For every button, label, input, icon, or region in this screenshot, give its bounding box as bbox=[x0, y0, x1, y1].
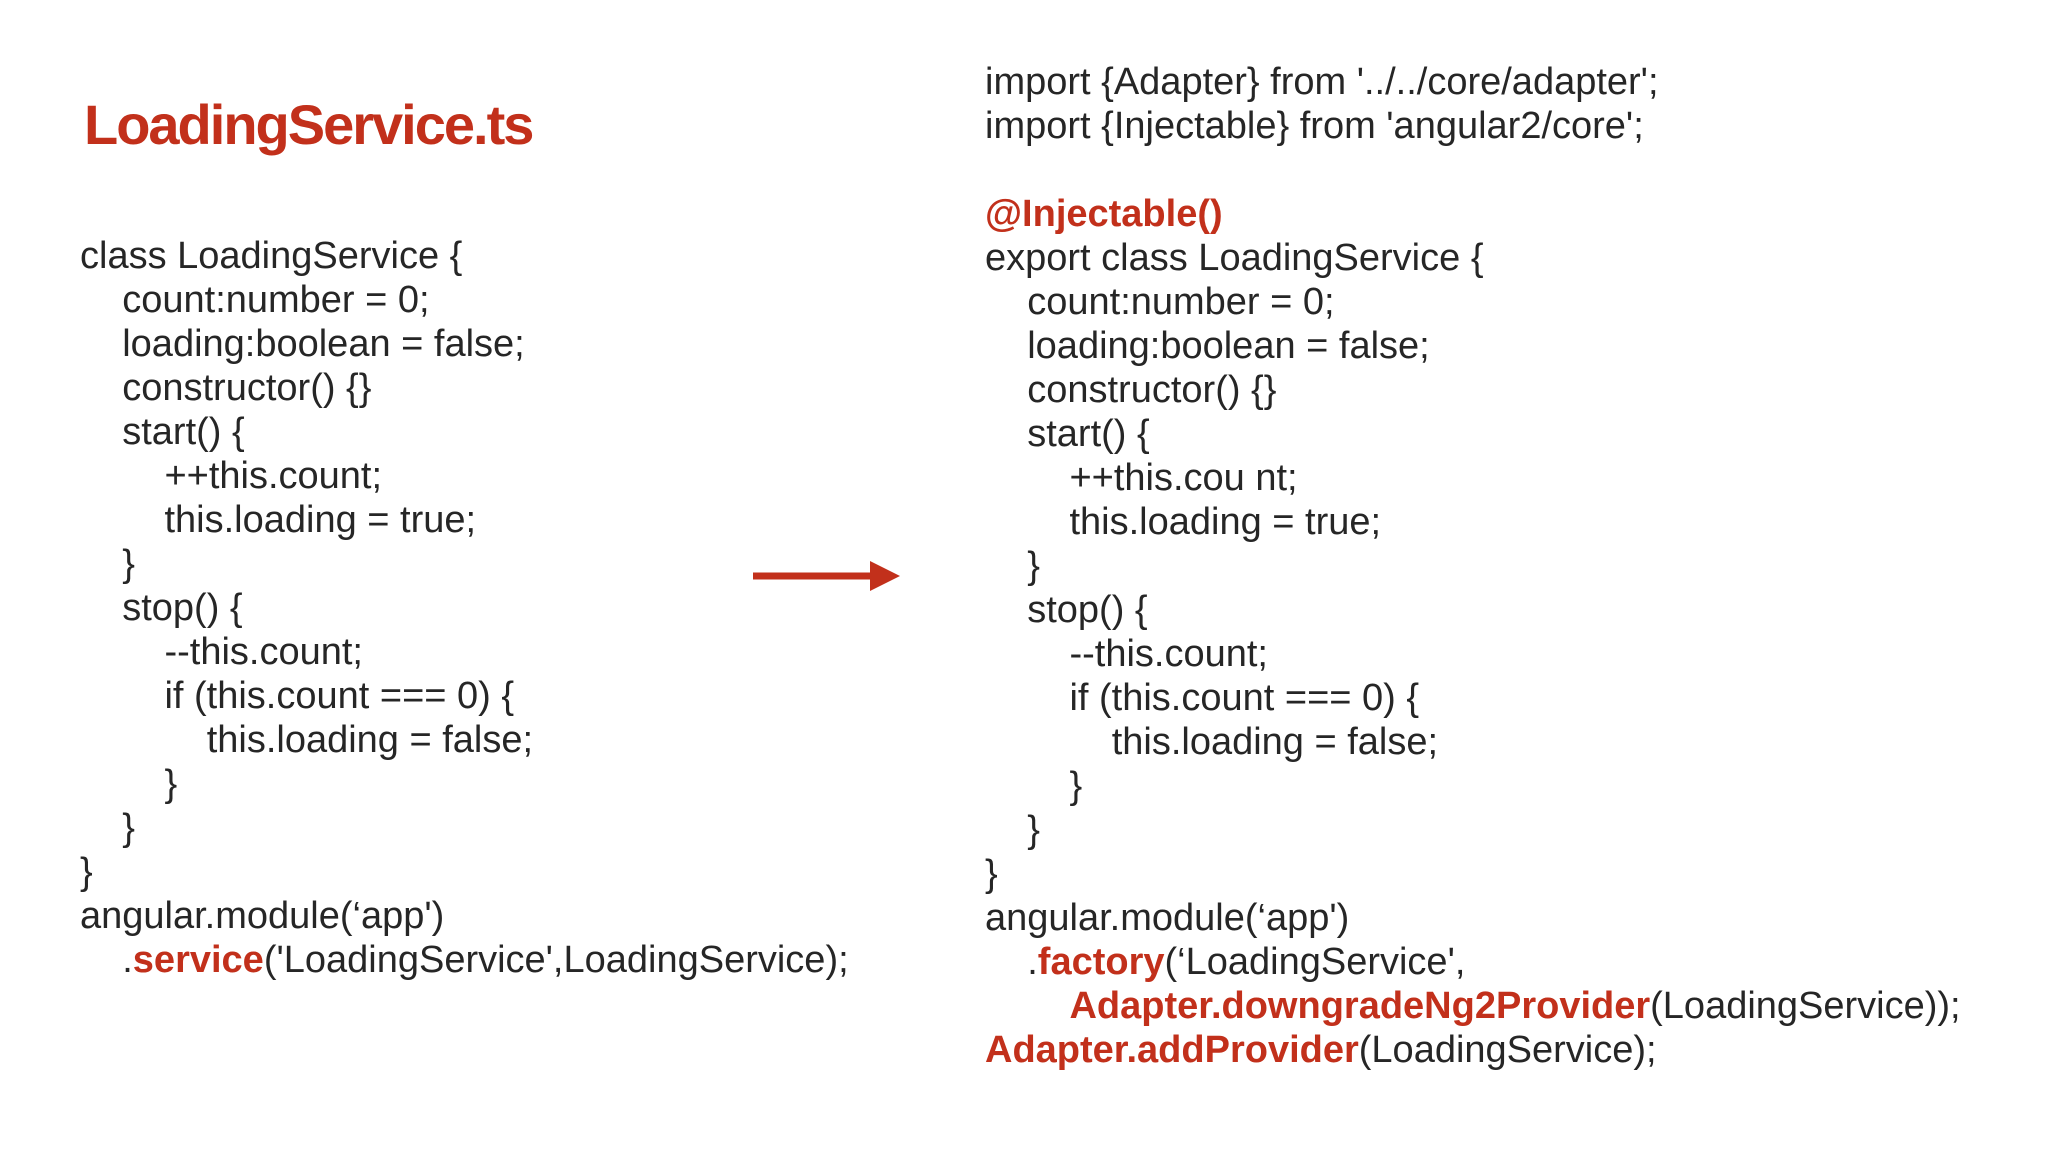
code-text: } bbox=[985, 853, 998, 895]
code-line: constructor() {} bbox=[80, 366, 849, 410]
code-line: this.loading = true; bbox=[985, 500, 1961, 544]
code-text: loading:boolean = false; bbox=[80, 323, 525, 365]
code-text: } bbox=[80, 763, 178, 805]
code-text: constructor() {} bbox=[80, 367, 372, 409]
code-line: this.loading = false; bbox=[80, 718, 849, 762]
code-line: } bbox=[80, 762, 849, 806]
code-text: ('LoadingService',LoadingService); bbox=[263, 939, 849, 981]
code-text: } bbox=[80, 851, 93, 893]
transform-arrow-icon bbox=[748, 556, 908, 596]
code-text: } bbox=[80, 543, 135, 585]
code-text: count:number = 0; bbox=[80, 279, 430, 321]
code-text: stop() { bbox=[985, 589, 1148, 631]
code-line: .service('LoadingService',LoadingService… bbox=[80, 938, 849, 982]
code-text: ++this.cou nt; bbox=[985, 457, 1298, 499]
code-line: ++this.count; bbox=[80, 454, 849, 498]
code-line: Adapter.downgradeNg2Provider(LoadingServ… bbox=[985, 984, 1961, 1028]
code-text: (LoadingService)); bbox=[1650, 985, 1961, 1027]
code-line: start() { bbox=[80, 410, 849, 454]
code-line: if (this.count === 0) { bbox=[985, 676, 1961, 720]
code-line: Adapter.addProvider(LoadingService); bbox=[985, 1028, 1961, 1072]
code-text: this.loading = true; bbox=[80, 499, 477, 541]
code-text: this.loading = false; bbox=[985, 721, 1439, 763]
code-text: count:number = 0; bbox=[985, 281, 1335, 323]
code-text: loading:boolean = false; bbox=[985, 325, 1430, 367]
code-text: --this.count; bbox=[80, 631, 363, 673]
code-line bbox=[985, 148, 1961, 192]
code-line: --this.count; bbox=[80, 630, 849, 674]
code-line: class LoadingService { bbox=[80, 234, 849, 278]
code-text: --this.count; bbox=[985, 633, 1268, 675]
code-line: this.loading = true; bbox=[80, 498, 849, 542]
code-line: loading:boolean = false; bbox=[985, 324, 1961, 368]
code-line: import {Injectable} from 'angular2/core'… bbox=[985, 104, 1961, 148]
code-line: } bbox=[80, 806, 849, 850]
code-text: this.loading = false; bbox=[80, 719, 534, 761]
page-title: LoadingService.ts bbox=[84, 93, 534, 156]
code-line: } bbox=[985, 808, 1961, 852]
code-text: if (this.count === 0) { bbox=[985, 677, 1420, 719]
code-line: count:number = 0; bbox=[80, 278, 849, 322]
code-line: } bbox=[985, 852, 1961, 896]
code-text: start() { bbox=[985, 413, 1150, 455]
code-text: constructor() {} bbox=[985, 369, 1277, 411]
code-text: (‘LoadingService', bbox=[1164, 941, 1466, 983]
code-text: } bbox=[985, 765, 1083, 807]
code-line: } bbox=[80, 850, 849, 894]
code-text bbox=[985, 985, 1069, 1027]
code-line: } bbox=[80, 542, 849, 586]
code-text: } bbox=[80, 807, 135, 849]
code-line: export class LoadingService { bbox=[985, 236, 1961, 280]
code-text: class LoadingService { bbox=[80, 235, 463, 277]
code-text: } bbox=[985, 809, 1040, 851]
code-text: start() { bbox=[80, 411, 245, 453]
code-line: import {Adapter} from '../../core/adapte… bbox=[985, 60, 1961, 104]
code-line: } bbox=[985, 764, 1961, 808]
code-text: if (this.count === 0) { bbox=[80, 675, 515, 717]
code-line: } bbox=[985, 544, 1961, 588]
code-line: this.loading = false; bbox=[985, 720, 1961, 764]
code-text: this.loading = true; bbox=[985, 501, 1382, 543]
code-text: export class LoadingService { bbox=[985, 237, 1484, 279]
code-line: stop() { bbox=[80, 586, 849, 630]
code-text: (LoadingService); bbox=[1358, 1029, 1657, 1071]
code-line: @Injectable() bbox=[985, 192, 1961, 236]
code-text: angular.module(‘app') bbox=[985, 897, 1350, 939]
code-line: constructor() {} bbox=[985, 368, 1961, 412]
code-keyword-highlight: factory bbox=[1037, 941, 1165, 983]
code-text: . bbox=[80, 939, 133, 981]
code-text: } bbox=[985, 545, 1040, 587]
code-line: count:number = 0; bbox=[985, 280, 1961, 324]
code-keyword-highlight: Adapter.downgradeNg2Provider bbox=[1069, 985, 1651, 1027]
code-line: ++this.cou nt; bbox=[985, 456, 1961, 500]
code-line: stop() { bbox=[985, 588, 1961, 632]
code-text: import {Injectable} from 'angular2/core'… bbox=[985, 105, 1644, 147]
code-keyword-highlight: Adapter.addProvider bbox=[985, 1029, 1359, 1071]
code-line: if (this.count === 0) { bbox=[80, 674, 849, 718]
code-text: angular.module(‘app') bbox=[80, 895, 445, 937]
code-line: angular.module(‘app') bbox=[985, 896, 1961, 940]
code-line: .factory(‘LoadingService', bbox=[985, 940, 1961, 984]
code-block-angular2: import {Adapter} from '../../core/adapte… bbox=[985, 60, 1961, 1072]
code-block-angular1: class LoadingService { count:number = 0;… bbox=[80, 234, 849, 982]
code-line: --this.count; bbox=[985, 632, 1961, 676]
code-keyword-highlight: @Injectable() bbox=[985, 193, 1223, 235]
code-line: angular.module(‘app') bbox=[80, 894, 849, 938]
code-text: . bbox=[985, 941, 1038, 983]
code-line: loading:boolean = false; bbox=[80, 322, 849, 366]
code-line: start() { bbox=[985, 412, 1961, 456]
code-text: import {Adapter} from '../../core/adapte… bbox=[985, 61, 1659, 103]
code-keyword-highlight: service bbox=[132, 939, 264, 981]
code-text: stop() { bbox=[80, 587, 243, 629]
code-text: ++this.count; bbox=[80, 455, 383, 497]
